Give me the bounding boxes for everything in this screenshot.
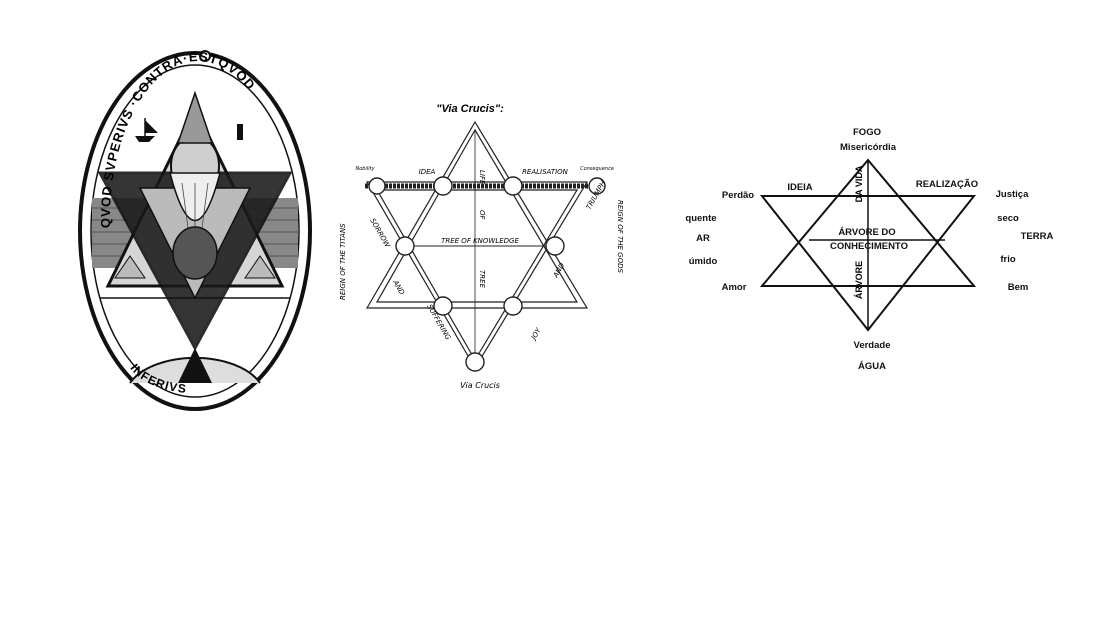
bottom-triangle [178, 348, 212, 383]
node-bottom [465, 352, 485, 372]
node-right-top [588, 177, 606, 195]
label-tree-of-knowledge: TREE OF KNOWLEDGE [441, 237, 519, 245]
label-nobility: Nobility [355, 166, 375, 172]
lamp-icon [237, 124, 243, 140]
pyramid-right [244, 255, 276, 279]
via-crucis-diagram: "Via Crucis": IDEA REALISATION [339, 103, 624, 390]
label-justica: Justiça [996, 189, 1029, 200]
via-crucis-caption: Via Crucis [460, 381, 500, 390]
label-terra: TERRA [1021, 231, 1054, 242]
label-arvore-do: ÁRVORE DO [838, 227, 895, 238]
label-umido: úmido [689, 256, 718, 267]
label-agua: ÁGUA [858, 361, 886, 372]
label-realisation: REALISATION [522, 168, 569, 176]
label-bem: Bem [1008, 282, 1029, 293]
label-frio: frio [1000, 254, 1016, 265]
label-arvore: ÁRVORE [854, 261, 864, 299]
portuguese-star-diagram: FOGO Misericórdia Perdão IDEIA REALIZAÇÃ… [685, 127, 1054, 372]
via-crucis-title: "Via Crucis": [436, 103, 504, 115]
pyramid-left [114, 255, 146, 279]
node-right-middle [545, 236, 565, 256]
label-seco: seco [997, 213, 1019, 224]
label-amor: Amor [722, 282, 747, 293]
seal-inner-ring [90, 64, 300, 398]
portuguese-star-panel: FOGO Misericórdia Perdão IDEIA REALIZAÇÃ… [670, 120, 1070, 385]
label-life: LIFE [478, 170, 486, 185]
node-realisation [503, 176, 523, 196]
label-da-vida: DA VIDA [854, 165, 864, 202]
label-reign-gods: REIGN OF THE GODS [616, 200, 624, 274]
label-and-left: AND [391, 278, 406, 297]
node-left-top [368, 177, 386, 195]
via-crucis-panel: "Via Crucis": IDEA REALISATION [335, 100, 635, 400]
label-joy: JOY [529, 326, 543, 343]
mitre-crown [176, 90, 214, 144]
label-quente: quente [685, 213, 716, 224]
node-left-middle [395, 236, 415, 256]
seal-outer-ring [78, 51, 312, 411]
hermetic-seal-panel: QVOD SVPERIVS ·CONTRA·ESTQVOD INFERIVS [70, 48, 320, 419]
node-idea [433, 176, 453, 196]
label-perdao: Perdão [722, 190, 754, 201]
label-ar: AR [696, 233, 710, 244]
hermetic-seal-illustration: QVOD SVPERIVS ·CONTRA·ESTQVOD INFERIVS [78, 49, 312, 411]
label-tree: TREE [478, 270, 486, 289]
label-idea: IDEA [419, 168, 436, 176]
boat-icon [135, 136, 155, 142]
label-of: OF [478, 210, 486, 221]
label-verdade: Verdade [854, 340, 891, 351]
label-sorrow: SORROW [368, 217, 392, 250]
label-ideia: IDEIA [787, 182, 812, 193]
node-right-bottom [503, 296, 523, 316]
label-conhecimento: CONHECIMENTO [830, 241, 908, 252]
node-left-bottom [433, 296, 453, 316]
label-consequence: Consequence [580, 166, 614, 172]
reflected-figure [172, 226, 218, 280]
label-misericordia: Misericórdia [840, 142, 897, 153]
serpent-head-icon [199, 50, 211, 62]
hexagram [365, 120, 589, 370]
label-reign-titans: REIGN OF THE TITANS [339, 223, 347, 300]
label-fogo: FOGO [853, 127, 881, 138]
label-realizacao: REALIZAÇÃO [916, 179, 978, 190]
